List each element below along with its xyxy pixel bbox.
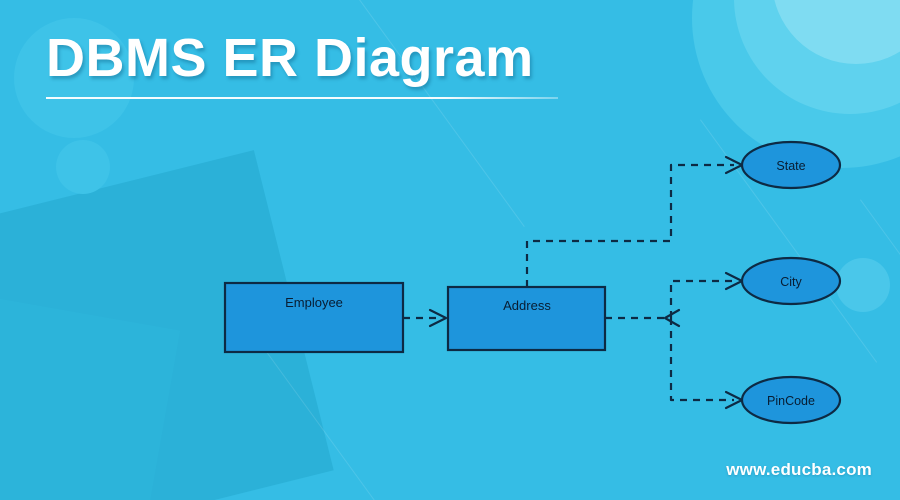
connector-line [669, 318, 734, 402]
connector-line [525, 163, 734, 287]
branch-junction-marker [663, 308, 681, 328]
entity-employee-box[interactable] [223, 281, 405, 354]
attribute-state-label: State [776, 159, 805, 173]
attribute-state-ellipse[interactable] [740, 140, 842, 190]
entity-employee[interactable]: Employee [223, 281, 405, 354]
connector-address-branch-trunk [605, 308, 681, 328]
attribute-pincode-label: PinCode [767, 394, 815, 408]
arrowhead-open-v [428, 308, 448, 328]
attribute-city-ellipse[interactable] [740, 256, 842, 306]
entity-address-box[interactable] [446, 285, 607, 352]
attribute-pincode[interactable]: PinCode [740, 375, 842, 425]
connector-address-to-city [669, 271, 744, 318]
connector-address-to-state [525, 155, 744, 287]
attribute-pincode-ellipse[interactable] [740, 375, 842, 425]
attribute-city[interactable]: City [740, 256, 842, 306]
title-underline-rule [46, 96, 558, 99]
entity-address-label: Address [503, 298, 551, 313]
attribute-state[interactable]: State [740, 140, 842, 190]
attribute-city-label: City [780, 275, 802, 289]
connector-employee-to-address [403, 308, 448, 328]
watermark: www.educba.com [726, 460, 872, 479]
page-title: DBMS ER Diagram [46, 28, 534, 88]
entity-address[interactable]: Address [446, 285, 607, 352]
connector-address-to-pincode [669, 318, 744, 410]
entity-employee-label: Employee [285, 295, 343, 310]
connector-line [669, 279, 734, 318]
slide-header: DBMS ER Diagram [46, 30, 646, 99]
